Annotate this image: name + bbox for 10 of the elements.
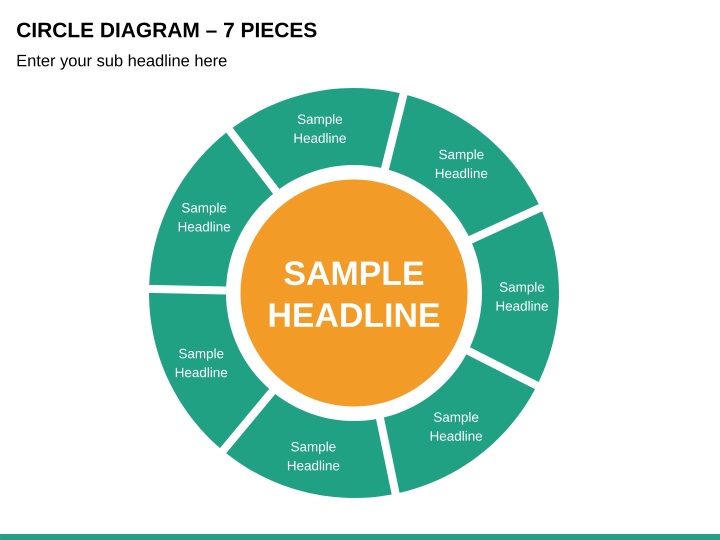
ring-segment: Sample Headline [149, 292, 270, 448]
ring-segment: Sample Headline [384, 354, 536, 493]
ring-segment: Sample Headline [232, 88, 400, 189]
ring-segment: Sample Headline [388, 95, 539, 236]
ring-segment: Sample Headline [149, 132, 274, 286]
ring-segment: Sample Headline [226, 394, 392, 498]
node-label: Sample Headline [496, 282, 548, 311]
title: CIRCLE DIAGRAM – 7 PIECES [17, 22, 316, 38]
ring-segment: Sample Headline [470, 211, 559, 382]
subtitle: Enter your sub headline here [18, 54, 227, 70]
